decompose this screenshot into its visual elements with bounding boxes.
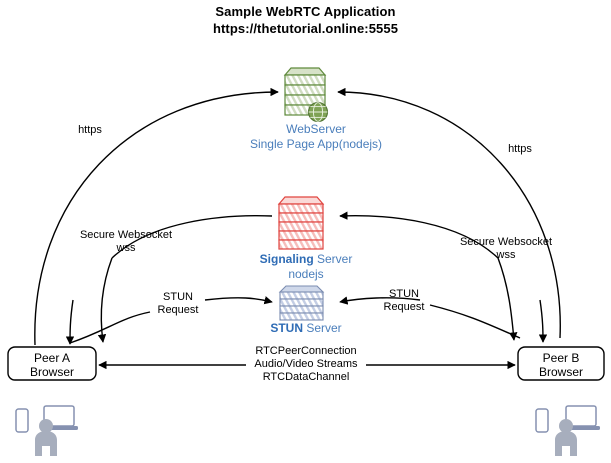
mobile-phone-icon — [535, 408, 549, 433]
person-icon — [555, 419, 577, 456]
edge-label-wss-left: Secure Websocket wss — [64, 229, 188, 255]
edge-label-stun-left-line2: Request — [157, 304, 199, 316]
stun-label: STUN Server — [186, 321, 426, 336]
peer-edge-line1: RTCPeerConnection — [255, 345, 357, 357]
edge-label-wss-left-line2: wss — [116, 242, 136, 254]
edge-label-stun-left: STUN Request — [148, 291, 208, 317]
edge-label-stun-right-line1: STUN — [389, 288, 419, 300]
edge-arrow-peer-a-stun — [65, 299, 75, 345]
signaling-label-line2: nodejs — [288, 267, 324, 281]
edge-wss-right — [339, 211, 518, 341]
edge-label-wss-left-line1: Secure Websocket — [79, 229, 173, 241]
mobile-phone-icon — [15, 408, 29, 433]
webserver-label-line2: Single Page App(nodejs) — [249, 137, 383, 151]
peer-a-label: Peer A Browser — [8, 351, 96, 379]
stun-server-icon — [278, 285, 325, 321]
peer-a-label-line1: Peer A — [33, 351, 71, 365]
edge-label-stun-left-line1: STUN — [163, 291, 193, 303]
edge-label-wss-right-line2: wss — [496, 249, 516, 261]
peer-edge-line2: Audio/Video Streams — [254, 358, 358, 370]
page-subtitle-url: https://thetutorial.online:5555 — [212, 21, 399, 36]
page-title: Sample WebRTC Application — [215, 4, 396, 19]
edge-arrow-peer-b-stun — [538, 299, 548, 343]
stun-label-bold: STUN — [270, 321, 303, 335]
edge-label-stun-right-line2: Request — [383, 301, 425, 313]
webserver-label-line1: WebServer — [286, 122, 346, 136]
peer-edge-line3: RTCDataChannel — [262, 371, 350, 383]
edge-label-wss-right-line1: Secure Websocket — [459, 236, 553, 248]
webserver-label: WebServer Single Page App(nodejs) — [196, 122, 436, 152]
peer-b-box — [517, 346, 605, 381]
peer-a-box — [7, 346, 97, 381]
edge-wss-left — [97, 215, 273, 343]
person-icon — [35, 419, 57, 456]
edge-label-wss-right: Secure Websocket wss — [444, 236, 568, 262]
peer-b-label-line1: Peer B — [542, 351, 580, 365]
edge-https-left — [34, 87, 279, 346]
laptop-icon — [40, 405, 78, 430]
device-group-right — [535, 405, 600, 456]
edge-label-stun-right: STUN Request — [374, 288, 434, 314]
peer-b-label: Peer B Browser — [518, 351, 604, 379]
stun-label-rest: Server — [302, 321, 342, 335]
peer-a-label-line2: Browser — [29, 365, 74, 379]
signaling-label: Signaling Server nodejs — [186, 252, 426, 282]
peer-b-label-line2: Browser — [538, 365, 583, 379]
signaling-server-icon — [277, 196, 325, 250]
webserver-icon — [283, 67, 329, 123]
edge-https-right — [337, 87, 561, 339]
edge-stun-right — [339, 296, 521, 339]
edge-label-peer-to-peer: RTCPeerConnection Audio/Video Streams RT… — [246, 345, 366, 384]
edge-stun-left — [69, 296, 273, 344]
signaling-label-rest: Server — [313, 252, 353, 266]
edge-label-https-right: https — [508, 143, 532, 155]
signaling-label-bold: Signaling — [259, 252, 314, 266]
edge-label-https-left: https — [78, 124, 102, 136]
device-group-left — [15, 405, 78, 456]
